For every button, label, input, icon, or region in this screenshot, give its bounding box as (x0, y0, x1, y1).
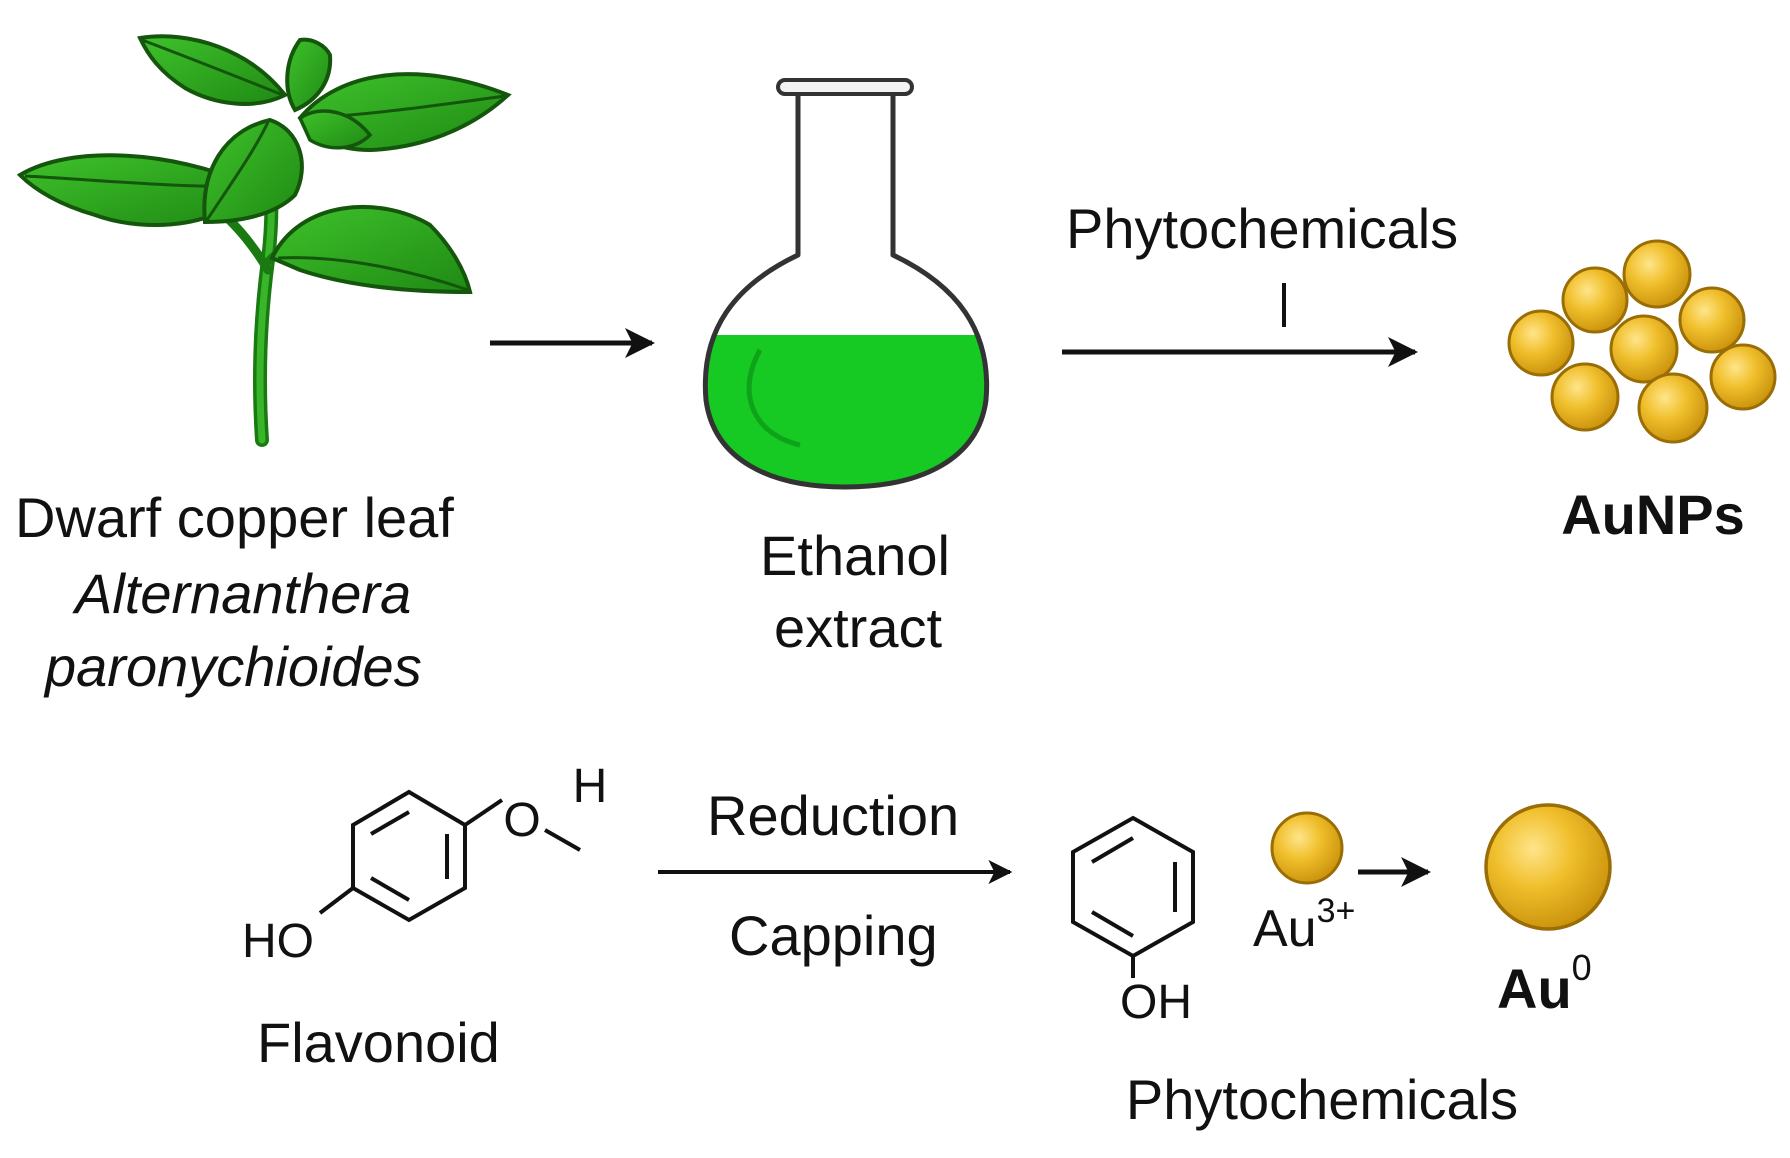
flavonoid-label: Flavonoid (257, 1011, 500, 1074)
nanoparticle (1622, 239, 1692, 309)
nanoparticle (1678, 286, 1746, 354)
flavonoid-atom-ho: HO (242, 915, 314, 968)
leaf-top-left (137, 34, 289, 106)
extract-label-2: extract (774, 596, 942, 659)
nanoparticle (1507, 309, 1575, 377)
flavonoid-structure (318, 789, 581, 923)
aunps-cluster (1507, 239, 1777, 444)
flask-lip (776, 78, 914, 96)
leaf-top-center (285, 37, 333, 113)
extract-label-1: Ethanol (760, 524, 950, 587)
gold-atom-base: Au (1497, 957, 1572, 1020)
phenol-oh-label: OH (1120, 976, 1192, 1029)
phenol-caption: Phytochemicals (1126, 1068, 1518, 1131)
plant-scientific-name-2: paronychioides (43, 635, 422, 698)
gold-atom-particle (1484, 803, 1612, 931)
gold-ion-charge: 3+ (1317, 892, 1356, 930)
plant-common-name: Dwarf copper leaf (15, 486, 454, 549)
nanoparticle (1709, 343, 1777, 411)
nanoparticle (1609, 314, 1679, 384)
leaf-right-lower (269, 204, 473, 295)
flask-illustration (702, 78, 990, 490)
gold-atom-label: Au0 (1497, 947, 1592, 1020)
capping-label: Capping (729, 904, 938, 967)
gold-ion-label: Au3+ (1253, 892, 1355, 958)
flavonoid-atom-h: H (573, 760, 608, 813)
nanoparticle (1561, 266, 1629, 334)
gold-atom-charge: 0 (1572, 947, 1592, 988)
nanoparticle (1550, 362, 1620, 432)
top-reagent-label: Phytochemicals (1066, 197, 1458, 260)
reduction-label: Reduction (707, 784, 959, 847)
plant-illustration (16, 34, 512, 447)
leaf-inner (297, 109, 373, 150)
plant-scientific-name-1: Alternanthera (72, 562, 411, 625)
leaf-middle-left (202, 117, 304, 225)
extract-liquid (706, 335, 986, 485)
flask-outline (702, 90, 990, 490)
gold-ion-base: Au (1253, 900, 1317, 958)
gold-ion-particle (1270, 811, 1344, 885)
aunps-label: AuNPs (1561, 483, 1745, 546)
phenol-structure (1071, 815, 1195, 978)
nanoparticle (1637, 372, 1709, 444)
flavonoid-atom-o: O (503, 794, 540, 847)
